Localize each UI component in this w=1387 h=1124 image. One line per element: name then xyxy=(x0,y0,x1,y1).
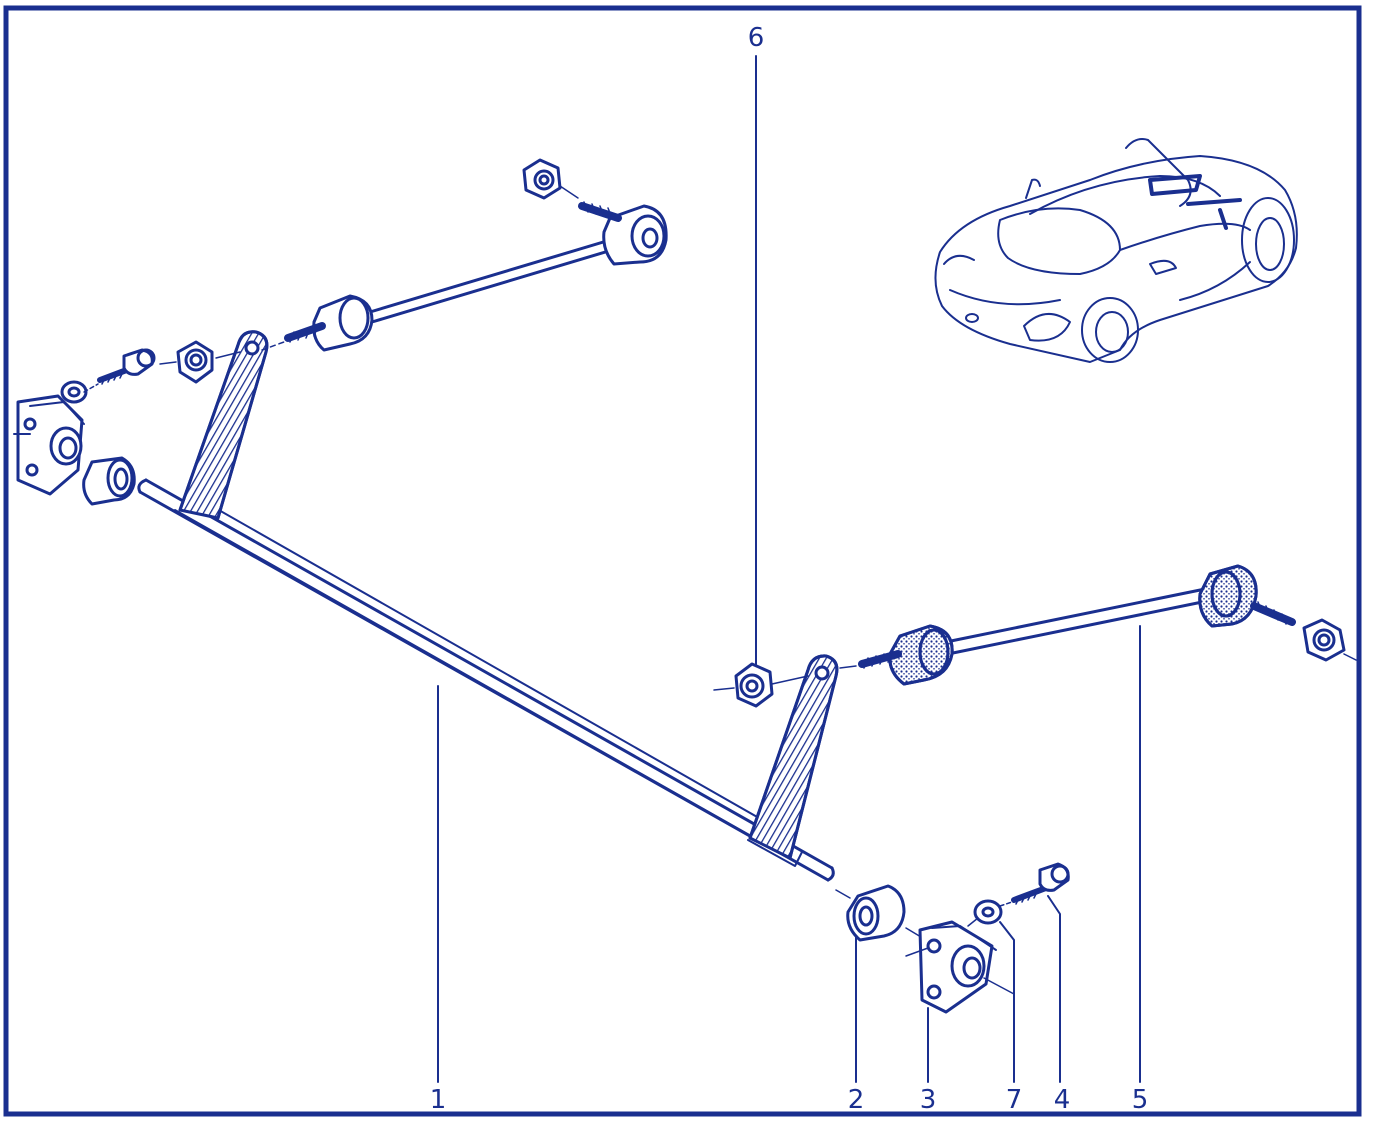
left-nut xyxy=(159,340,241,384)
callout-1: 1 xyxy=(430,1085,447,1115)
left-bushing xyxy=(82,456,136,506)
car-illustration xyxy=(934,138,1298,363)
link-nut xyxy=(713,662,809,708)
callout-6: 6 xyxy=(748,23,765,53)
anti-roll-bar xyxy=(137,330,839,882)
right-bolt xyxy=(999,862,1070,907)
right-link-rod xyxy=(839,564,1357,686)
callout-5: 5 xyxy=(1132,1085,1149,1115)
left-bracket xyxy=(13,394,85,496)
left-link-rod xyxy=(261,158,668,352)
callout-2: 2 xyxy=(848,1085,865,1115)
left-bolt xyxy=(83,348,156,393)
diagram-frame xyxy=(3,5,1362,1117)
right-washer xyxy=(967,899,1003,927)
left-washer xyxy=(60,380,88,404)
callout-3: 3 xyxy=(920,1085,937,1115)
right-bushing xyxy=(835,884,927,942)
callout-4: 4 xyxy=(1054,1085,1071,1115)
leader-lines xyxy=(437,55,1141,1083)
right-bracket xyxy=(905,920,1015,1014)
callout-7: 7 xyxy=(1006,1085,1023,1115)
